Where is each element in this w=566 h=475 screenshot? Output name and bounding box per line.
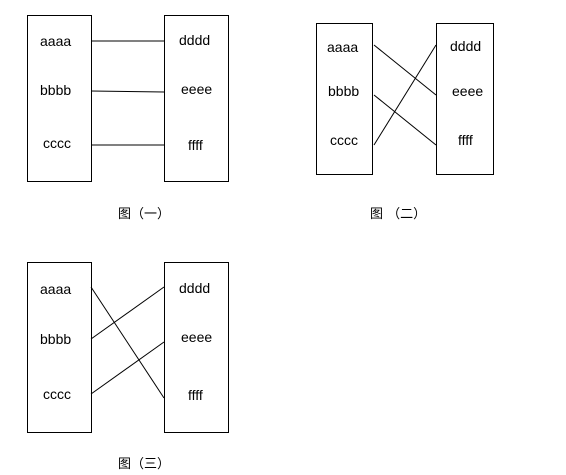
diagram-2-link-1 bbox=[373, 44, 437, 96]
diagram-3-left-item-1: aaaa bbox=[40, 281, 71, 297]
diagram-2-links bbox=[373, 44, 437, 146]
diagram-3-left-item-2: bbbb bbox=[40, 331, 71, 347]
diagram-2-right-item-2: eeee bbox=[452, 83, 483, 99]
diagram-1-link-2 bbox=[90, 90, 165, 93]
diagram-2: aaaa bbbb cccc dddd eeee ffff 图 （二） bbox=[316, 23, 494, 222]
diagram-3-left-item-3: cccc bbox=[43, 386, 71, 402]
diagram-2-left-item-2: bbbb bbox=[328, 83, 359, 99]
diagram-3-right-item-3: ffff bbox=[188, 387, 203, 403]
diagram-3-links bbox=[90, 286, 165, 399]
diagram-1-right-item-1: dddd bbox=[179, 32, 210, 48]
diagram-3-link-1 bbox=[90, 286, 165, 399]
diagram-1: aaaa bbbb cccc dddd eeee ffff 图（一） bbox=[27, 15, 229, 222]
diagram-2-right-box bbox=[436, 23, 494, 175]
diagram-3-caption: 图（三） bbox=[118, 457, 170, 472]
diagram-2-caption: 图 （二） bbox=[370, 207, 426, 222]
diagram-1-links bbox=[90, 40, 165, 146]
diagram-2-left-item-1: aaaa bbox=[327, 39, 358, 55]
diagram-1-left-item-2: bbbb bbox=[40, 82, 71, 98]
diagram-1-left-box bbox=[27, 15, 92, 182]
diagram-2-left-item-3: cccc bbox=[330, 132, 358, 148]
diagram-1-caption: 图（一） bbox=[118, 207, 170, 222]
diagram-1-right-item-3: ffff bbox=[188, 137, 203, 153]
diagram-2-right-item-3: ffff bbox=[458, 132, 473, 148]
diagram-3-link-2 bbox=[90, 286, 165, 340]
diagram-3: aaaa bbbb cccc dddd eeee ffff 图（三） bbox=[27, 262, 229, 472]
diagram-3-right-box bbox=[164, 262, 229, 433]
diagram-1-right-item-2: eeee bbox=[181, 81, 212, 97]
diagram-3-link-3 bbox=[90, 341, 165, 395]
diagram-2-left-box bbox=[316, 23, 373, 175]
diagram-3-left-box bbox=[27, 262, 92, 433]
diagram-3-right-item-2: eeee bbox=[181, 329, 212, 345]
diagram-2-right-item-1: dddd bbox=[450, 38, 481, 54]
diagram-1-right-box bbox=[164, 15, 229, 182]
diagram-1-left-item-3: cccc bbox=[43, 135, 71, 151]
diagram-3-right-item-1: dddd bbox=[179, 280, 210, 296]
diagram-2-link-3 bbox=[373, 44, 437, 146]
diagram-2-link-2 bbox=[373, 94, 437, 146]
diagram-1-left-item-1: aaaa bbox=[40, 33, 71, 49]
